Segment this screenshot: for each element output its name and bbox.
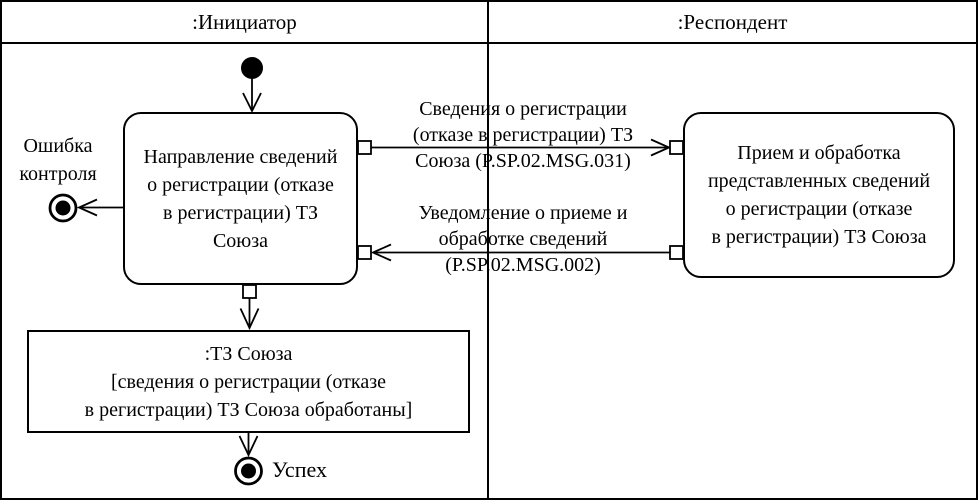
swimlane-divider xyxy=(487,2,489,498)
flow-to-object-arrow xyxy=(239,298,260,331)
error-terminal-label: Ошибка контроля xyxy=(19,135,97,185)
lane-title-initiator: :Инициатор xyxy=(192,10,297,34)
activity-respondent: Прием и обработка представленных сведени… xyxy=(683,112,955,278)
success-terminal-label: Успех xyxy=(272,457,327,482)
activity-initiator: Направление сведений о регистрации (отка… xyxy=(123,112,358,285)
pin-initiator-output-object xyxy=(242,284,257,299)
message-response-label: Уведомление о приеме и обработке сведени… xyxy=(418,202,628,276)
start-flow-arrow xyxy=(242,79,262,114)
success-final-node-icon xyxy=(234,456,263,486)
error-final-node-icon xyxy=(48,193,78,223)
pin-respondent-output-response xyxy=(669,245,684,260)
pin-initiator-output-request xyxy=(357,140,372,155)
flow-to-success-arrow xyxy=(238,433,259,458)
initial-node-icon xyxy=(241,57,263,79)
activity-initiator-label: Направление сведений о регистрации (отка… xyxy=(143,145,338,252)
pin-respondent-input-request xyxy=(669,140,684,155)
lane-title-respondent: :Респондент xyxy=(677,10,788,34)
message-request-label: Сведения о регистрации (отказе в регистр… xyxy=(412,98,634,172)
activity-respondent-label: Прием и обработка представленных сведени… xyxy=(707,142,931,248)
pin-initiator-input-response xyxy=(357,245,372,260)
flow-to-error-arrow xyxy=(76,198,123,217)
object-node-tz-soyuza: :ТЗ Союза [сведения о регистрации (отказ… xyxy=(27,330,470,433)
lane-header-separator xyxy=(2,42,976,44)
object-node-label: :ТЗ Союза [сведения о регистрации (отказ… xyxy=(84,342,413,421)
